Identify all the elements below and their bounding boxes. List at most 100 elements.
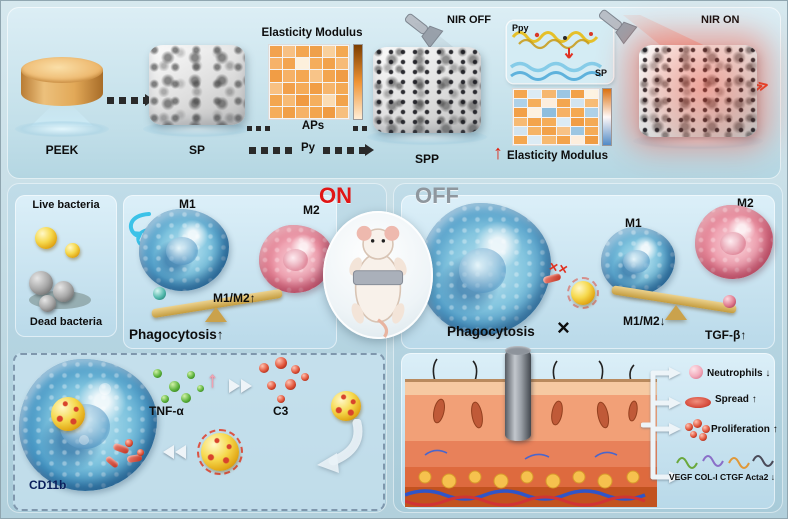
proliferation-dot-1 [685,423,693,431]
heatmap-cell [296,46,309,58]
tnf-dot-4 [161,395,169,403]
c3-dot-3 [291,365,300,374]
heatmap-cell [296,94,309,106]
nir-off-effects-panel: ×× Phagocytosis × M1 M2 M1/M2↓ TGF-β↑ [393,183,783,513]
heatmap-cell [528,126,542,135]
captured-dot-2 [137,449,144,456]
tnf-dot-6 [197,385,204,392]
inactive-macrophage [419,203,551,335]
spp-heated-scaffold [639,45,757,137]
fibrosis-markers-label: VEGF COL-I CTGF Acta2 ↓ [669,473,775,482]
c3-dot-2 [275,357,287,369]
heatmap-cell [322,94,335,106]
m2-macrophage-off [695,205,773,279]
synthesis-panel: PEEK SP Elasticity Modulus APs Py NIR OF… [7,7,781,179]
proliferation-dot-2 [693,419,702,428]
heatmap-cell [514,126,528,135]
dead-bacterium-3 [39,295,56,312]
m2-macrophage-on [259,225,333,293]
m1-macrophage-off [601,227,675,295]
sp-pedestal [143,121,251,137]
dead-bacteria-label: Dead bacteria [29,316,103,328]
laser-off-label: OFF [415,183,459,208]
heatmap-cell [335,46,348,58]
heatmap-cell [570,90,584,99]
arrow-peek-to-sp [107,97,145,104]
spp-heated-pedestal [633,133,763,149]
proliferation-label: Proliferation ↑ [711,425,778,435]
opsonized-bacterium-center [201,433,239,471]
heatmap-cell [283,70,296,82]
m1-label-off: M1 [625,216,642,230]
phagocytosis-off-label: Phagocytosis [447,324,535,339]
neutrophil-icon [689,365,703,379]
vesicle-2 [79,435,89,445]
vesicle-1 [99,383,111,395]
heatmap-cell [542,117,556,126]
chevron-icon [175,445,186,459]
heatmap-cell [528,99,542,108]
heatmap-cell [322,46,335,58]
modulus-heatmap-after [513,89,599,145]
heatmap-cell [309,106,322,118]
heatmap-cell [570,126,584,135]
aps-dash-left [247,126,271,131]
heatmap-cell [528,135,542,144]
neutrophils-text: Neutrophils [707,368,763,379]
modulus-heatmap-before [269,45,349,119]
heatmap-cell [570,108,584,117]
dead-bacterium-1 [29,271,53,295]
heatmap-cell [514,117,528,126]
heatmap-cell [283,58,296,70]
heatmap-cell [270,82,283,94]
heatmap-cell [309,58,322,70]
live-bacteria-label: Live bacteria [32,199,100,211]
heatmap-cell [309,82,322,94]
proliferation-dot-4 [690,431,697,438]
peek-disc-top [21,57,103,83]
peek-label: PEEK [45,143,79,157]
heatmap-cell [570,99,584,108]
heatmap-cell [556,99,570,108]
modulus-colorbar-before [354,45,362,119]
mouse-drawing [349,225,407,338]
modulus-title-right: Elasticity Modulus [507,150,608,162]
heatmap-cell [542,90,556,99]
laser-on-label: ON [319,183,352,208]
c3-dot-6 [301,373,309,381]
spread-label: Spread ↑ [715,395,757,405]
cd11b-label: CD11b [29,478,67,492]
heatmap-cell [514,108,528,117]
m1-label-on: M1 [179,197,196,211]
heatmap-cell [584,126,598,135]
skin-cross-section [404,355,657,512]
free-bacterium-off [571,281,595,305]
heatmap-cell [556,117,570,126]
heatmap-cell [335,58,348,70]
m1-m2-ratio-on: M1/M2↑ [213,291,256,305]
engulfed-bacterium [51,397,85,431]
heatmap-cell [309,46,322,58]
heatmap-cell [542,135,556,144]
sp-scaffold [149,45,245,125]
heatmap-cell [270,46,283,58]
heatmap-cell [283,94,296,106]
spp-scaffold [373,47,481,133]
heatmap-cell [570,135,584,144]
coating-inset-drawing [507,21,613,83]
py-arrow-right [323,147,365,154]
heatmap-cell [335,82,348,94]
coating-inset: Ppy SP [507,21,613,83]
heatmap-cell [570,117,584,126]
nir-on-lamp-icon [590,2,643,52]
tnf-dot-3 [187,371,195,379]
aps-dash-right [353,126,371,131]
peek-pedestal [15,121,109,137]
seesaw-fulcrum-on [205,307,227,322]
curved-arrow-down [293,418,365,480]
heatmap-cell [514,90,528,99]
heatmap-cell [335,94,348,106]
no-binding-x-marks: ×× [547,258,571,279]
seesaw-fulcrum-off [665,305,687,320]
inset-sp-label: SP [595,68,608,78]
